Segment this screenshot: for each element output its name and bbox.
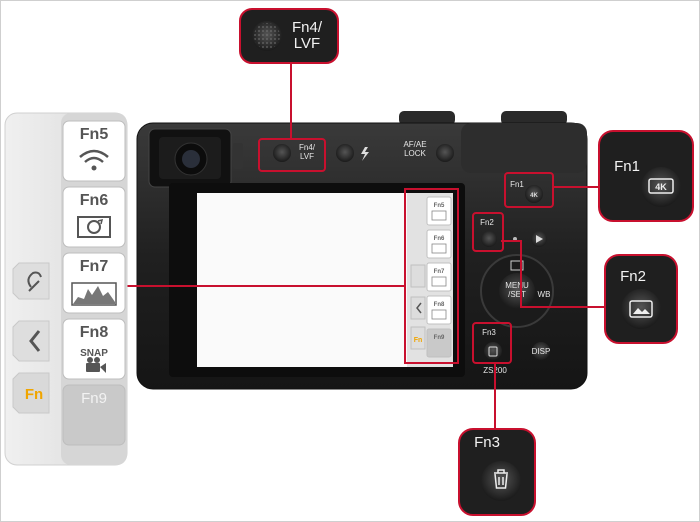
screen-tab-label: Fn9: [434, 335, 445, 341]
fn4-lvf-label: Fn4/LVF: [292, 19, 323, 52]
fn4-lvf-callout: Fn4/LVF: [239, 8, 339, 64]
touch-tab-fn6[interactable]: Fn6: [62, 186, 126, 248]
movie-camera-icon: [86, 357, 106, 373]
fn-toggle-label: Fn: [25, 386, 43, 403]
callout-lines: [113, 61, 605, 429]
fn3-label: Fn3: [474, 434, 500, 451]
body-fn3-label: Fn3: [482, 328, 496, 337]
fn1-highlight-box: [504, 172, 554, 208]
body-fn1-button[interactable]: [525, 185, 543, 203]
body-fn1-label: Fn1: [510, 180, 524, 189]
disp-label: DISP: [532, 347, 551, 356]
screen-side-button-top: [410, 264, 426, 288]
play-icon: [536, 235, 543, 243]
screen-fn-label: Fn: [414, 337, 423, 344]
screen-tab-fn8: Fn8: [426, 295, 452, 325]
screen-tab-label: Fn6: [434, 236, 445, 242]
wb-label: WB: [538, 290, 551, 299]
fn1-button[interactable]: [641, 167, 681, 207]
fn1-callout: Fn1 4K: [598, 130, 694, 222]
touch-tab-fn9[interactable]: Fn9: [62, 384, 126, 446]
4k-icon-label: 4K: [655, 182, 667, 192]
exposure-comp-icon: [510, 260, 524, 271]
af-ae-lock-button[interactable]: [436, 144, 454, 162]
touch-tab-label: Fn5: [80, 126, 109, 143]
trash-icon: [494, 469, 508, 489]
flash-icon: [361, 147, 369, 161]
fn3-highlight-box: [472, 322, 512, 364]
fn3-callout: Fn3: [458, 428, 536, 516]
body-4k-label: 4K: [530, 193, 538, 199]
touch-af-icon: [27, 271, 42, 292]
touch-tab-fn5[interactable]: Fn5: [62, 120, 126, 182]
body-fn2-button[interactable]: [481, 231, 497, 247]
control-dial: [501, 111, 567, 125]
screen-tab-fn7: Fn7: [426, 262, 452, 292]
touch-tab-label: Fn7: [80, 258, 109, 275]
touch-tab-sub-label: SNAP: [80, 348, 108, 359]
screen-tab-fn6: Fn6: [426, 229, 452, 259]
fn2-label: Fn2: [620, 268, 646, 285]
rotate-screen-icon: [77, 216, 111, 238]
screen-tab-label: Fn7: [434, 269, 445, 275]
screen-tab-fn9: Fn9: [426, 328, 452, 358]
screen-side-button-bottom: [410, 326, 426, 350]
mode-dial: [399, 111, 455, 125]
screen-tab-label: Fn5: [434, 203, 445, 209]
disp-button[interactable]: [532, 342, 550, 360]
4k-photo-icon: [648, 178, 674, 194]
fn2-highlight-box: [472, 212, 504, 252]
screen-tab-label: Fn8: [434, 302, 445, 308]
body-fn4-label: Fn4/LVF: [299, 143, 316, 161]
wifi-icon: [79, 149, 109, 171]
fn3-button[interactable]: [481, 461, 521, 501]
touch-tab-label: Fn8: [80, 324, 109, 341]
chevron-left-icon: [29, 330, 41, 352]
screen-tab-fn5: Fn5: [426, 196, 452, 226]
fn2-button[interactable]: [621, 289, 661, 329]
menu-set-button[interactable]: [499, 273, 535, 309]
fn2-callout: Fn2: [604, 254, 678, 344]
fn-toggle-button[interactable]: [12, 372, 50, 414]
histogram-icon: [71, 282, 117, 306]
body-fn3-button[interactable]: [484, 342, 502, 360]
fn2-callout-line: [501, 240, 605, 308]
body-fn2-label: Fn2: [480, 218, 494, 227]
post-focus-icon: [629, 300, 653, 318]
side-buttons: Fn: [12, 262, 50, 414]
flash-button[interactable]: [336, 144, 354, 162]
fn1-label: Fn1: [614, 158, 640, 175]
menu-set-label: MENU/SET: [505, 281, 529, 299]
touch-tab-label: Fn6: [80, 192, 109, 209]
body-fn4-button[interactable]: [273, 144, 291, 162]
eye-sensor: [233, 143, 243, 169]
screen-chevron-icon: [416, 302, 422, 314]
touch-tab-label: Fn9: [81, 390, 107, 407]
touch-tabs-highlight-box: [404, 188, 459, 364]
screen-side-button-middle: [410, 296, 426, 320]
touch-af-button[interactable]: [12, 262, 50, 300]
body-trash-icon: [488, 346, 498, 357]
touch-tab-fn7[interactable]: Fn7: [62, 252, 126, 314]
